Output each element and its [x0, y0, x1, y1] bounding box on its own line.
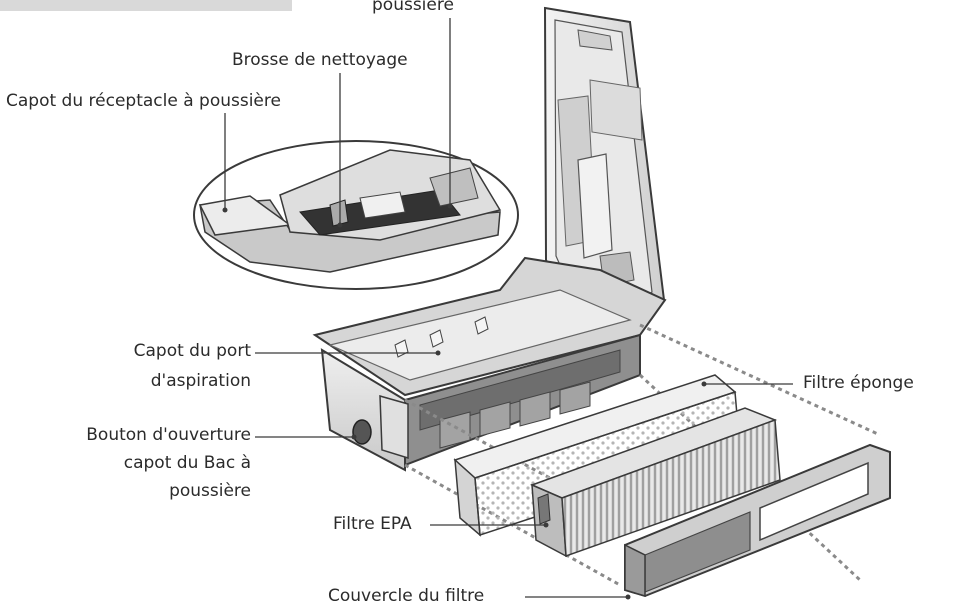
bin-body	[312, 256, 667, 472]
leader-lines	[224, 18, 793, 598]
label-open-button-1: Bouton d'ouverture	[86, 425, 251, 445]
label-epa-filter: Filtre EPA	[333, 514, 412, 534]
header-bar	[0, 0, 292, 11]
filter-cover	[624, 443, 891, 598]
label-suction-port-cover-1: Capot du port	[133, 341, 251, 361]
zoom-detail	[193, 140, 519, 290]
label-dust-bin-cover: Capot du réceptacle à poussière	[6, 91, 281, 111]
epa-filter	[529, 407, 781, 558]
label-dust-cover-top: poussière	[372, 0, 454, 15]
label-suction-port-cover-2: d'aspiration	[150, 371, 251, 391]
label-open-button-3: poussière	[169, 481, 251, 501]
label-sponge-filter: Filtre éponge	[803, 373, 914, 393]
label-open-button-2: capot du Bac à	[123, 453, 251, 473]
label-cleaning-brush: Brosse de nettoyage	[232, 50, 408, 70]
leader-dots	[222, 203, 707, 600]
label-filter-cover: Couvercle du filtre	[328, 586, 485, 606]
